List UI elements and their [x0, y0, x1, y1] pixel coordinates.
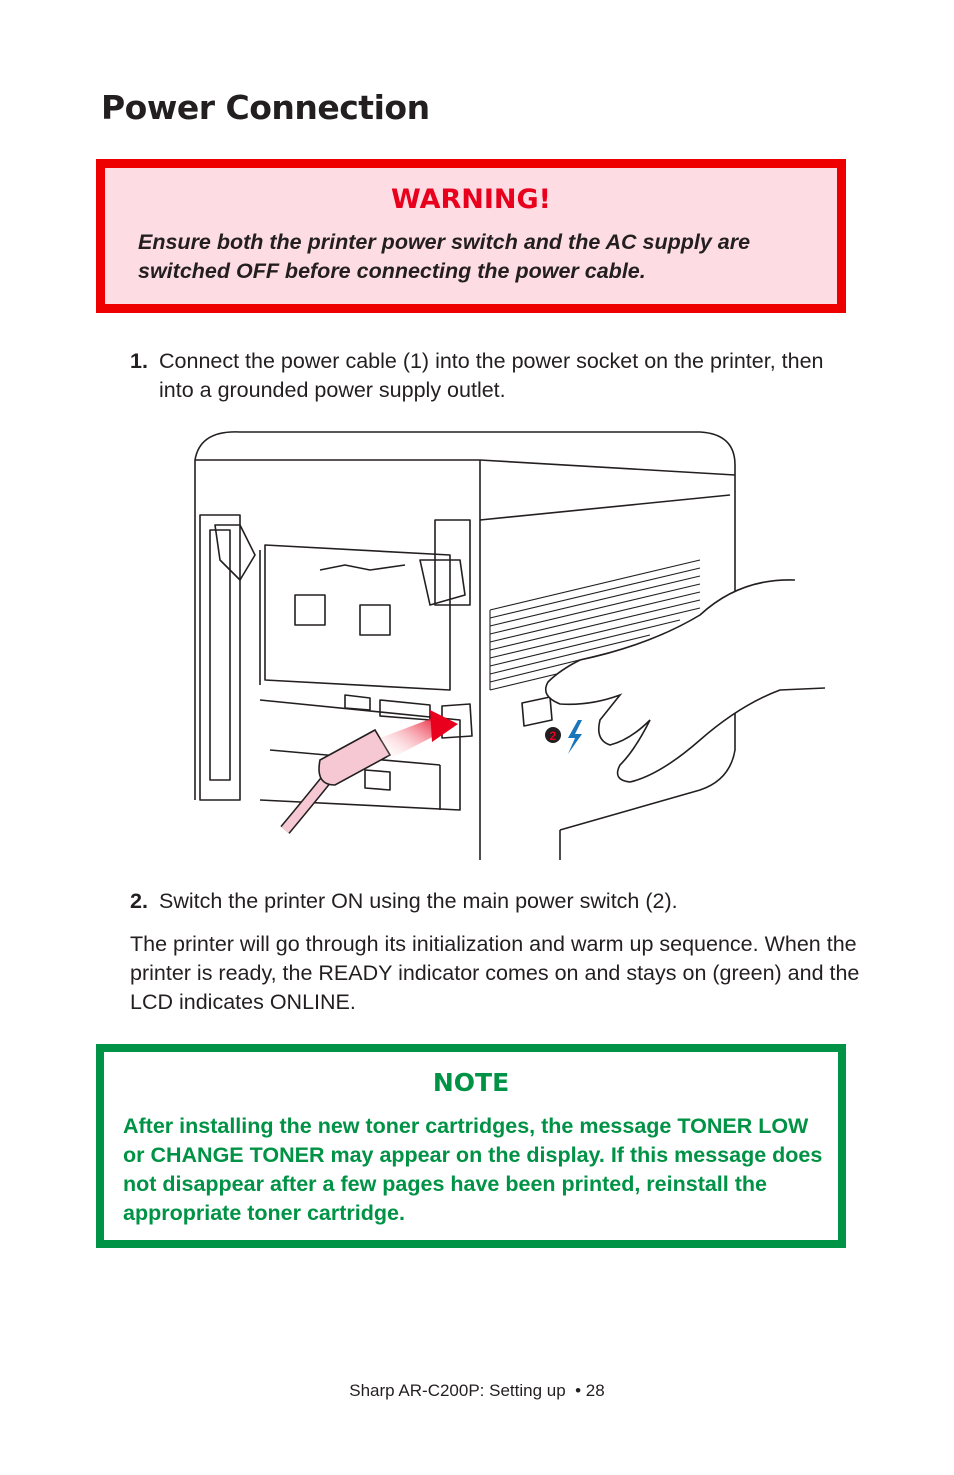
lightning-icon	[568, 720, 582, 754]
printer-power-illustration: 2	[180, 420, 830, 860]
step-text: Connect the power cable (1) into the pow…	[159, 349, 824, 402]
step-text: Switch the printer ON using the main pow…	[159, 889, 678, 913]
page-title: Power Connection	[101, 88, 430, 127]
warning-heading: WARNING!	[391, 184, 551, 215]
page-footer: Sharp AR-C200P: Setting up • 28	[0, 1381, 954, 1401]
callout-number: 2	[550, 729, 557, 743]
note-panel: NOTE After installing the new toner cart…	[104, 1052, 838, 1240]
note-text: After installing the new toner cartridge…	[123, 1114, 823, 1225]
warning-text: Ensure both the printer power switch and…	[138, 230, 751, 283]
callout-circle	[545, 727, 561, 743]
warning-box: WARNING! Ensure both the printer power s…	[96, 159, 846, 313]
printer-illustration: 2	[194, 431, 826, 860]
note-heading: NOTE	[432, 1068, 510, 1097]
footer-text: Sharp AR-C200P: Setting up • 28	[349, 1381, 605, 1400]
step-number: 2.	[130, 889, 148, 913]
body-paragraph: The printer will go through its initiali…	[130, 932, 860, 1014]
step-number: 1.	[130, 349, 148, 373]
note-box: NOTE After installing the new toner cart…	[96, 1044, 846, 1248]
warning-panel: WARNING! Ensure both the printer power s…	[105, 168, 837, 304]
